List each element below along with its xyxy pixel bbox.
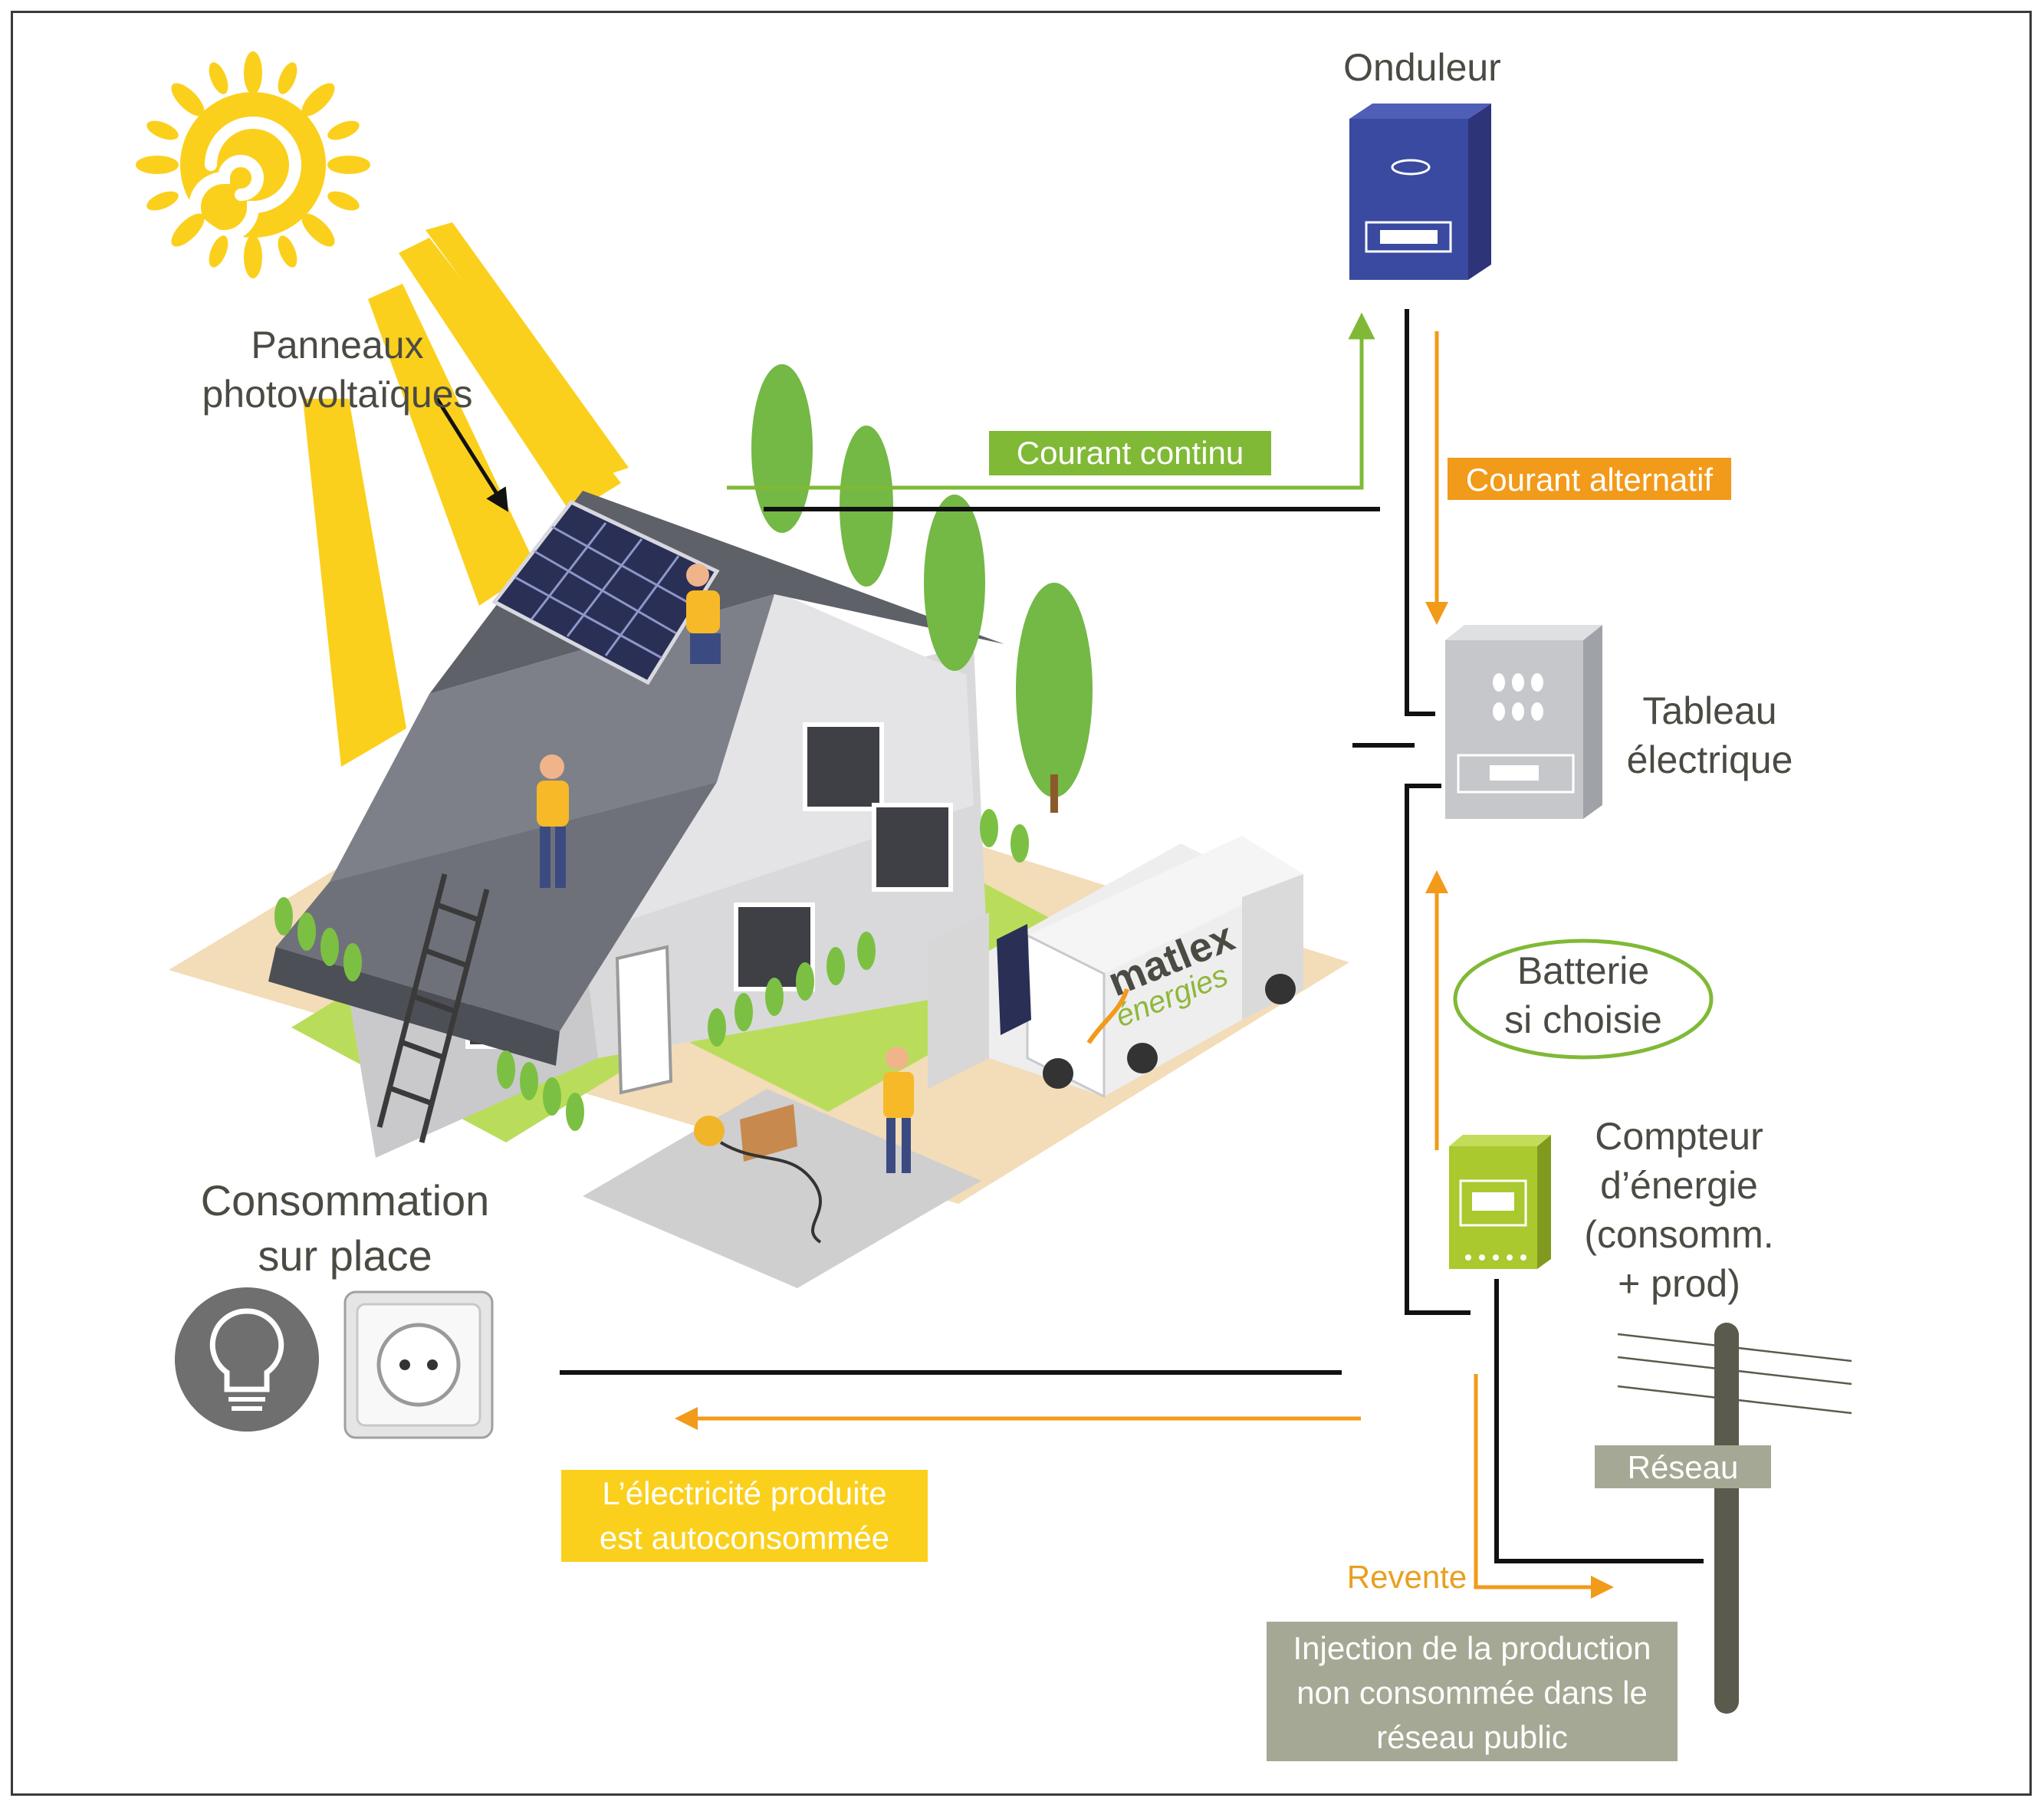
self-consumed-line2: est autoconsommée	[599, 1520, 890, 1556]
consumption-label-line1: Consommation	[200, 1176, 490, 1225]
energy-meter-icon	[1449, 1135, 1551, 1269]
meter-label-line2: d’énergie	[1600, 1164, 1758, 1207]
bushes	[274, 809, 1029, 1131]
self-consumed-line1: L’électricité produite	[602, 1475, 887, 1511]
battery-label-line2: si choisie	[1504, 998, 1662, 1041]
consumption-label-line2: sur place	[258, 1231, 432, 1280]
utility-pole-icon	[1617, 1323, 1852, 1714]
panels-label-line1: Panneaux	[251, 324, 424, 367]
panel-board-label: Tableau électrique	[1595, 686, 1825, 784]
electrical-panel-icon	[1445, 625, 1602, 819]
injection-line2: non consommée dans le	[1296, 1675, 1648, 1711]
inverter-icon	[1349, 104, 1491, 280]
diagram-frame	[11, 11, 2032, 1796]
sun-icon	[136, 51, 370, 278]
meter-label: Compteur d’énergie (consomm. + prod)	[1556, 1112, 1802, 1308]
solar-panel-icon	[491, 499, 720, 685]
battery-label-line1: Batterie	[1517, 949, 1650, 992]
battery-outline	[1453, 939, 1714, 1060]
panels-pointer-arrow	[435, 397, 508, 512]
panels-label: Panneaux photovoltaïques	[184, 321, 491, 419]
meter-label-line3: (consomm.	[1584, 1213, 1774, 1256]
dc-current-tag: Courant continu	[989, 431, 1271, 475]
wall-socket-icon	[343, 1290, 494, 1439]
meter-label-line4: + prod)	[1618, 1262, 1740, 1305]
truck-icon: matlex énergies	[928, 836, 1303, 1099]
battery-label: Batterie si choisie	[1468, 946, 1698, 1044]
ac-flows	[675, 331, 1614, 1599]
consumption-label: Consommation sur place	[173, 1173, 518, 1284]
wiring	[560, 309, 1704, 1563]
worker-figures	[537, 564, 914, 1173]
meter-label-line1: Compteur	[1595, 1115, 1763, 1158]
ladder-icon	[376, 873, 490, 1143]
panels-label-line2: photovoltaïques	[202, 373, 473, 416]
grid-tag: Réseau	[1595, 1445, 1771, 1488]
resale-label: Revente	[1346, 1559, 1467, 1595]
self-consumed-tag: L’électricité produite est autoconsommée	[561, 1470, 928, 1562]
inverter-label: Onduleur	[1343, 46, 1501, 89]
injection-line1: Injection de la production	[1293, 1630, 1651, 1666]
trees	[751, 364, 1093, 797]
injection-tag: Injection de la production non consommée…	[1267, 1622, 1678, 1761]
panel-board-label-line2: électrique	[1626, 738, 1793, 781]
ac-current-tag: Courant alternatif	[1448, 458, 1731, 500]
panel-board-label-line1: Tableau	[1642, 689, 1777, 732]
sun-beams	[303, 222, 629, 767]
light-bulb-icon	[175, 1287, 319, 1432]
injection-line3: réseau public	[1376, 1719, 1568, 1755]
dc-current-line	[727, 312, 1375, 490]
